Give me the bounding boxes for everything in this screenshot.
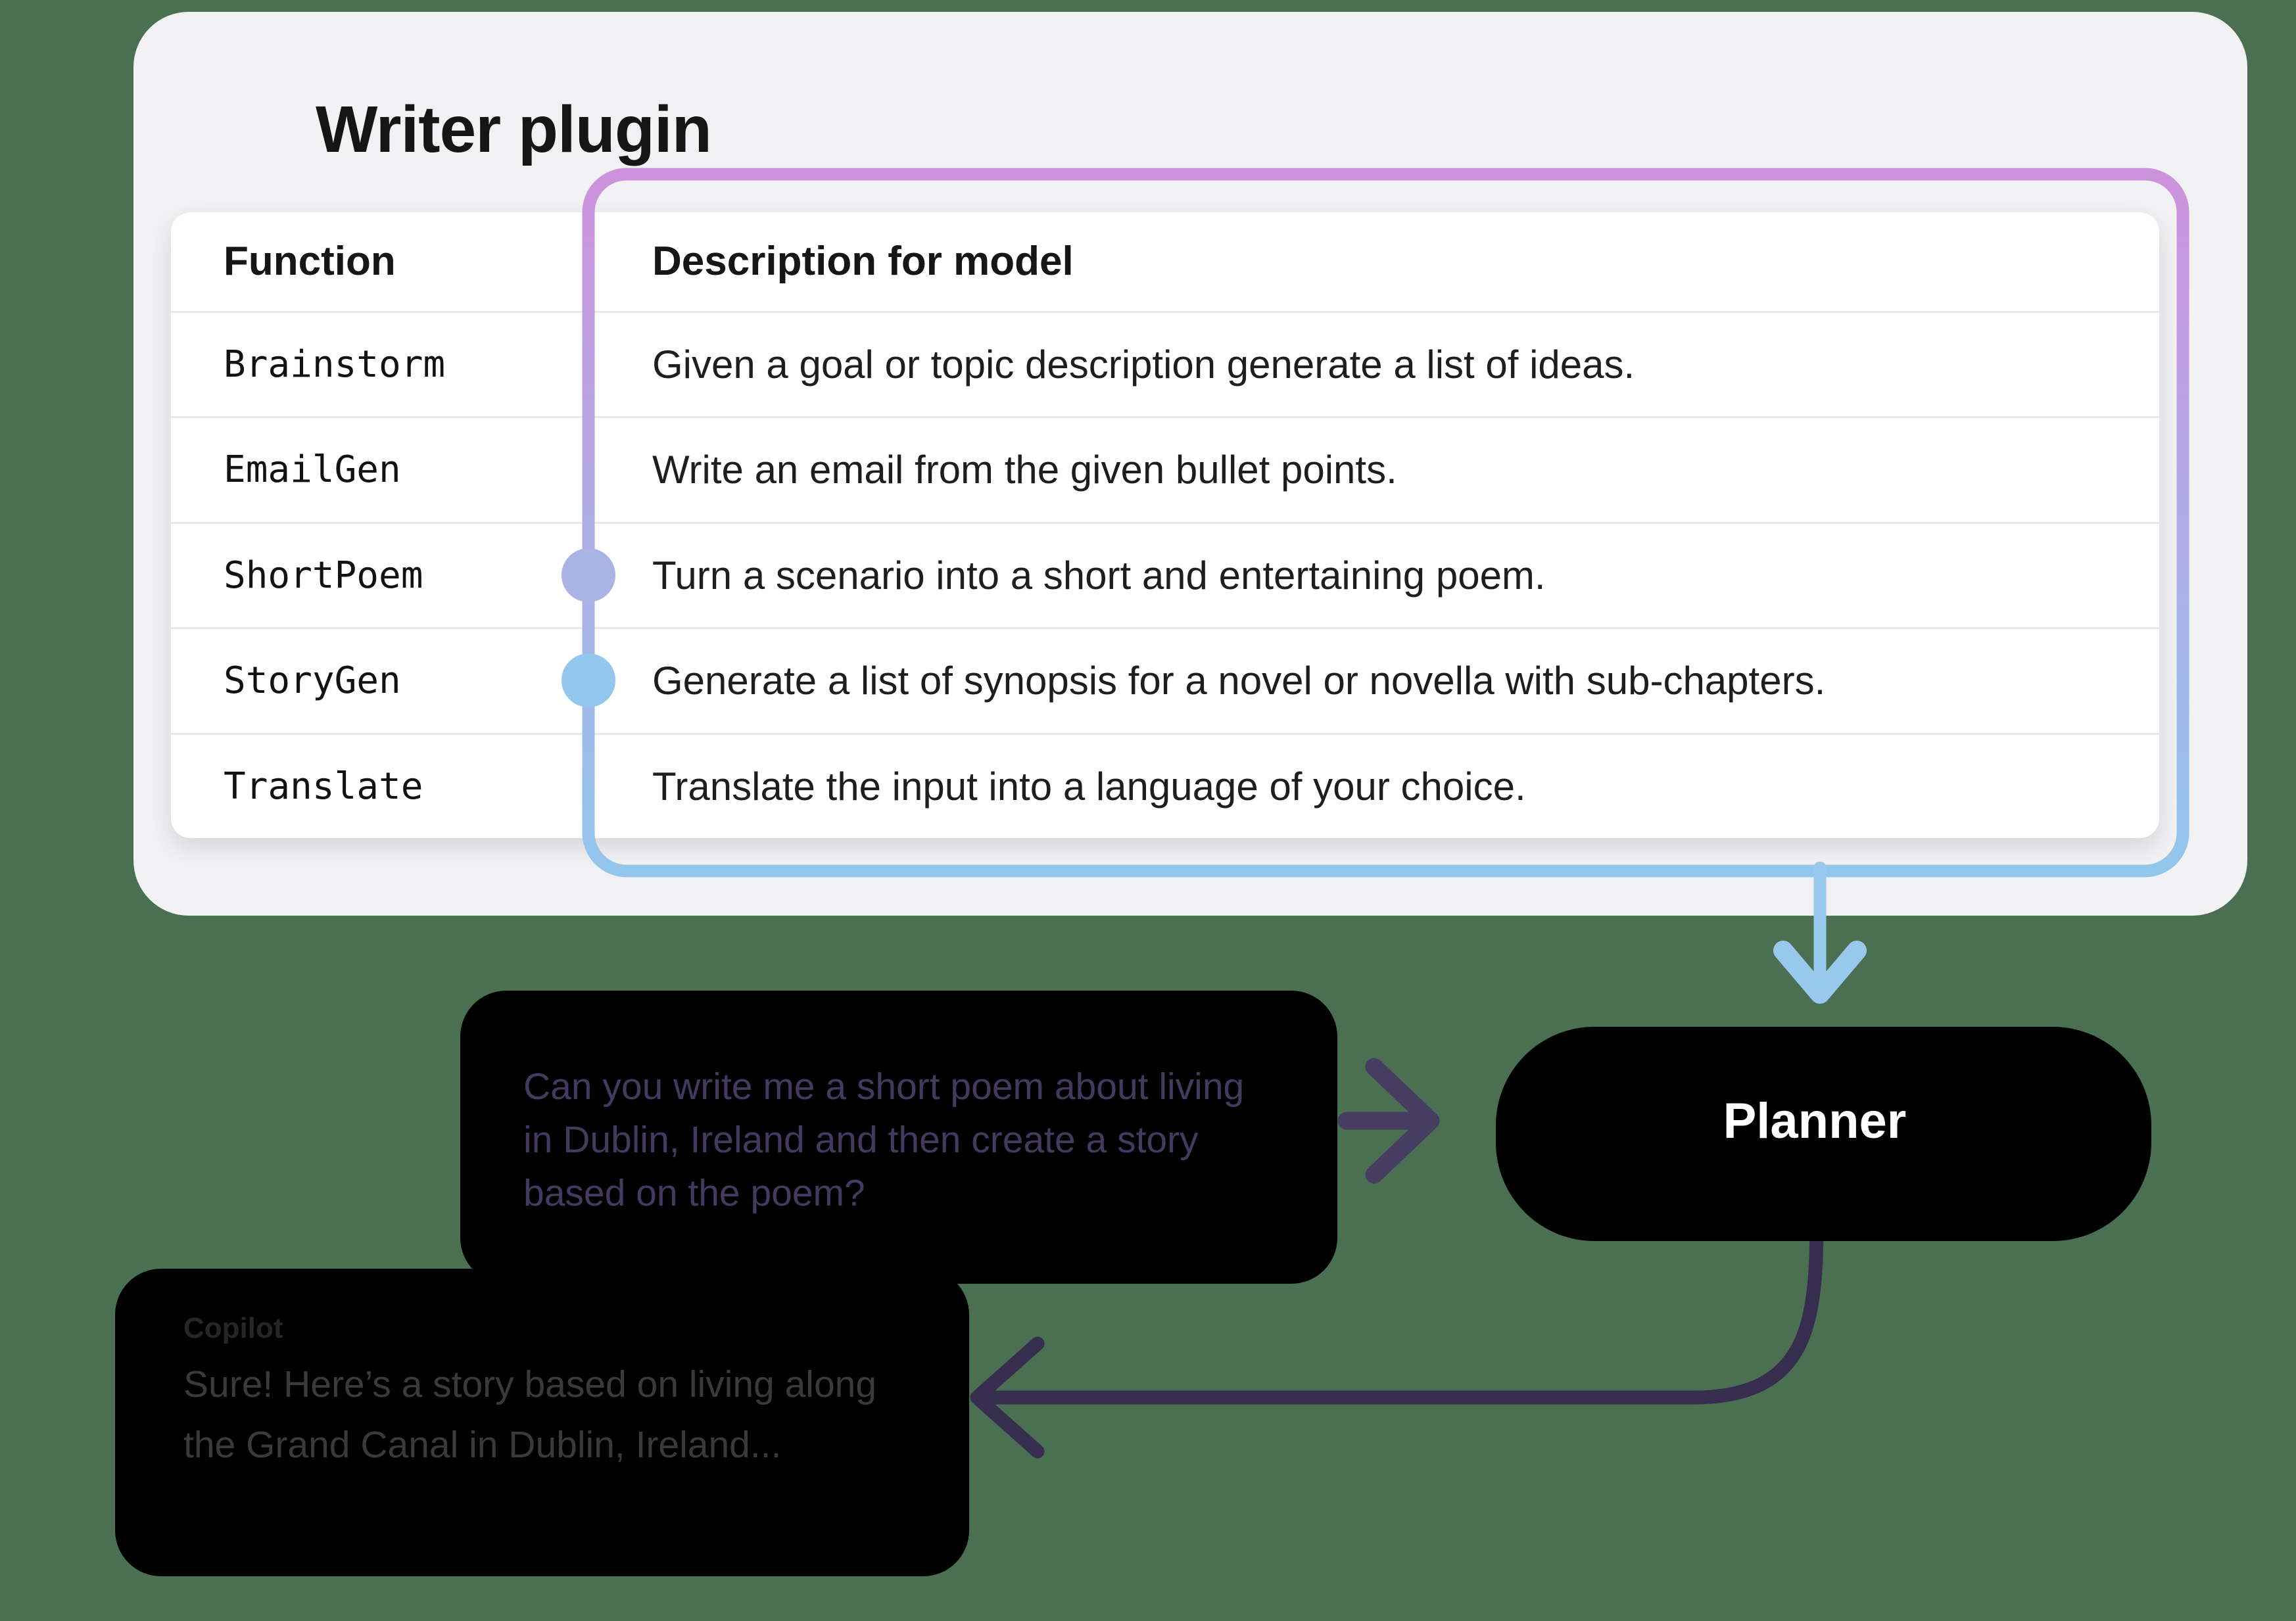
copilot-message-text: Sure! Here’s a story based on living alo… xyxy=(183,1363,877,1466)
function-description: Given a goal or topic description genera… xyxy=(652,342,1635,387)
user-message-bubble: Can you write me a short poem about livi… xyxy=(460,991,1337,1284)
copilot-label: Copilot xyxy=(183,1312,283,1344)
function-description: Turn a scenario into a short and enterta… xyxy=(652,553,1546,598)
table-row: ShortPoem Turn a scenario into a short a… xyxy=(171,524,2159,630)
function-name: ShortPoem xyxy=(224,553,423,597)
user-message-text: Can you write me a short poem about livi… xyxy=(523,1066,1245,1214)
function-name: EmailGen xyxy=(224,448,401,492)
function-description: Generate a list of synopsis for a novel … xyxy=(652,659,1826,703)
function-name: StoryGen xyxy=(224,659,401,703)
planner-node: Planner xyxy=(1496,1027,2151,1241)
copilot-message-bubble: Copilot Sure! Here’s a story based on li… xyxy=(115,1269,969,1576)
function-description: Write an email from the given bullet poi… xyxy=(652,448,1397,492)
planner-label: Planner xyxy=(1723,1092,1907,1149)
column-header-description: Description for model xyxy=(652,239,1074,285)
table-row: EmailGen Write an email from the given b… xyxy=(171,418,2159,524)
table-row: StoryGen Generate a list of synopsis for… xyxy=(171,629,2159,735)
function-description: Translate the input into a language of y… xyxy=(652,764,1526,809)
table-header-row: Function Description for model xyxy=(171,212,2159,313)
column-header-function: Function xyxy=(224,239,396,285)
card-title: Writer plugin xyxy=(316,93,712,166)
table-row: Brainstorm Given a goal or topic descrip… xyxy=(171,313,2159,419)
function-name: Brainstorm xyxy=(224,342,446,386)
function-table: Function Description for model Brainstor… xyxy=(171,212,2159,838)
function-name: Translate xyxy=(224,764,423,808)
table-row: Translate Translate the input into a lan… xyxy=(171,735,2159,838)
user-to-planner-arrow-icon xyxy=(1337,1058,1440,1184)
